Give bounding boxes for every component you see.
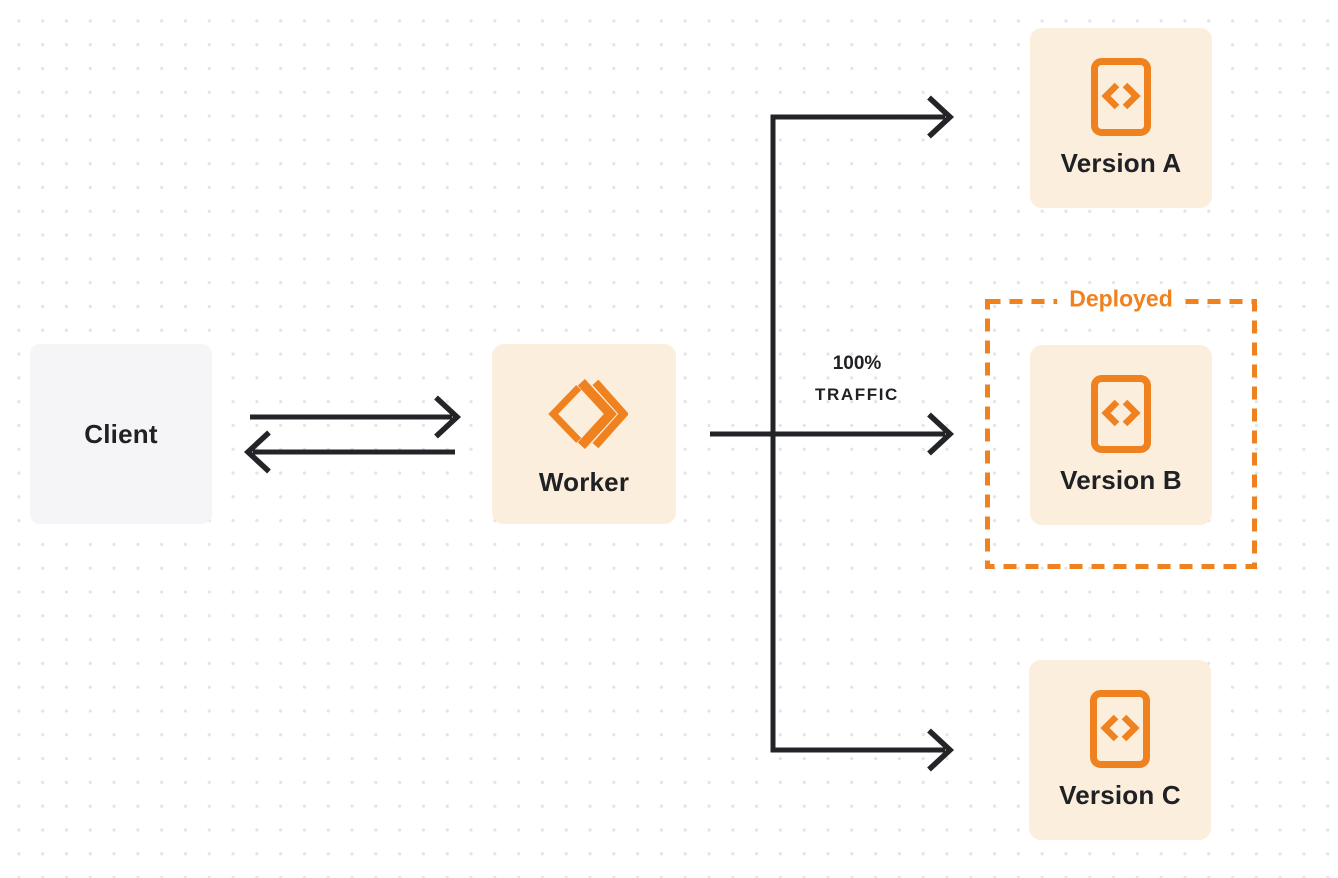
arrowhead-version-b-icon xyxy=(927,412,955,456)
node-worker: Worker xyxy=(492,344,676,524)
version-c-label: Version C xyxy=(1059,779,1181,810)
arrowhead-left-icon xyxy=(243,430,271,474)
node-client: Client xyxy=(30,344,212,524)
node-version-c: Version C xyxy=(1029,660,1211,840)
arrowhead-version-a-icon xyxy=(927,95,955,139)
branch-trunk xyxy=(770,114,945,753)
cloudflare-workers-icon xyxy=(540,371,628,457)
traffic-label: 100% TRAFFIC xyxy=(787,349,927,411)
code-file-icon xyxy=(1091,57,1151,136)
code-file-icon xyxy=(1090,689,1150,768)
traffic-word: TRAFFIC xyxy=(815,385,899,404)
node-version-a: Version A xyxy=(1030,28,1212,208)
worker-label: Worker xyxy=(538,466,630,497)
deployed-label: Deployed xyxy=(1057,285,1185,313)
client-label: Client xyxy=(84,418,158,449)
arrowhead-version-c-icon xyxy=(927,728,955,772)
deployed-group: Deployed xyxy=(985,285,1257,569)
version-b-label: Version B xyxy=(1060,464,1182,495)
traffic-percent: 100% xyxy=(832,353,882,374)
node-version-b: Version B xyxy=(1030,345,1212,525)
version-a-label: Version A xyxy=(1060,147,1182,178)
arrowhead-right-icon xyxy=(434,395,462,439)
code-file-icon xyxy=(1091,374,1151,453)
